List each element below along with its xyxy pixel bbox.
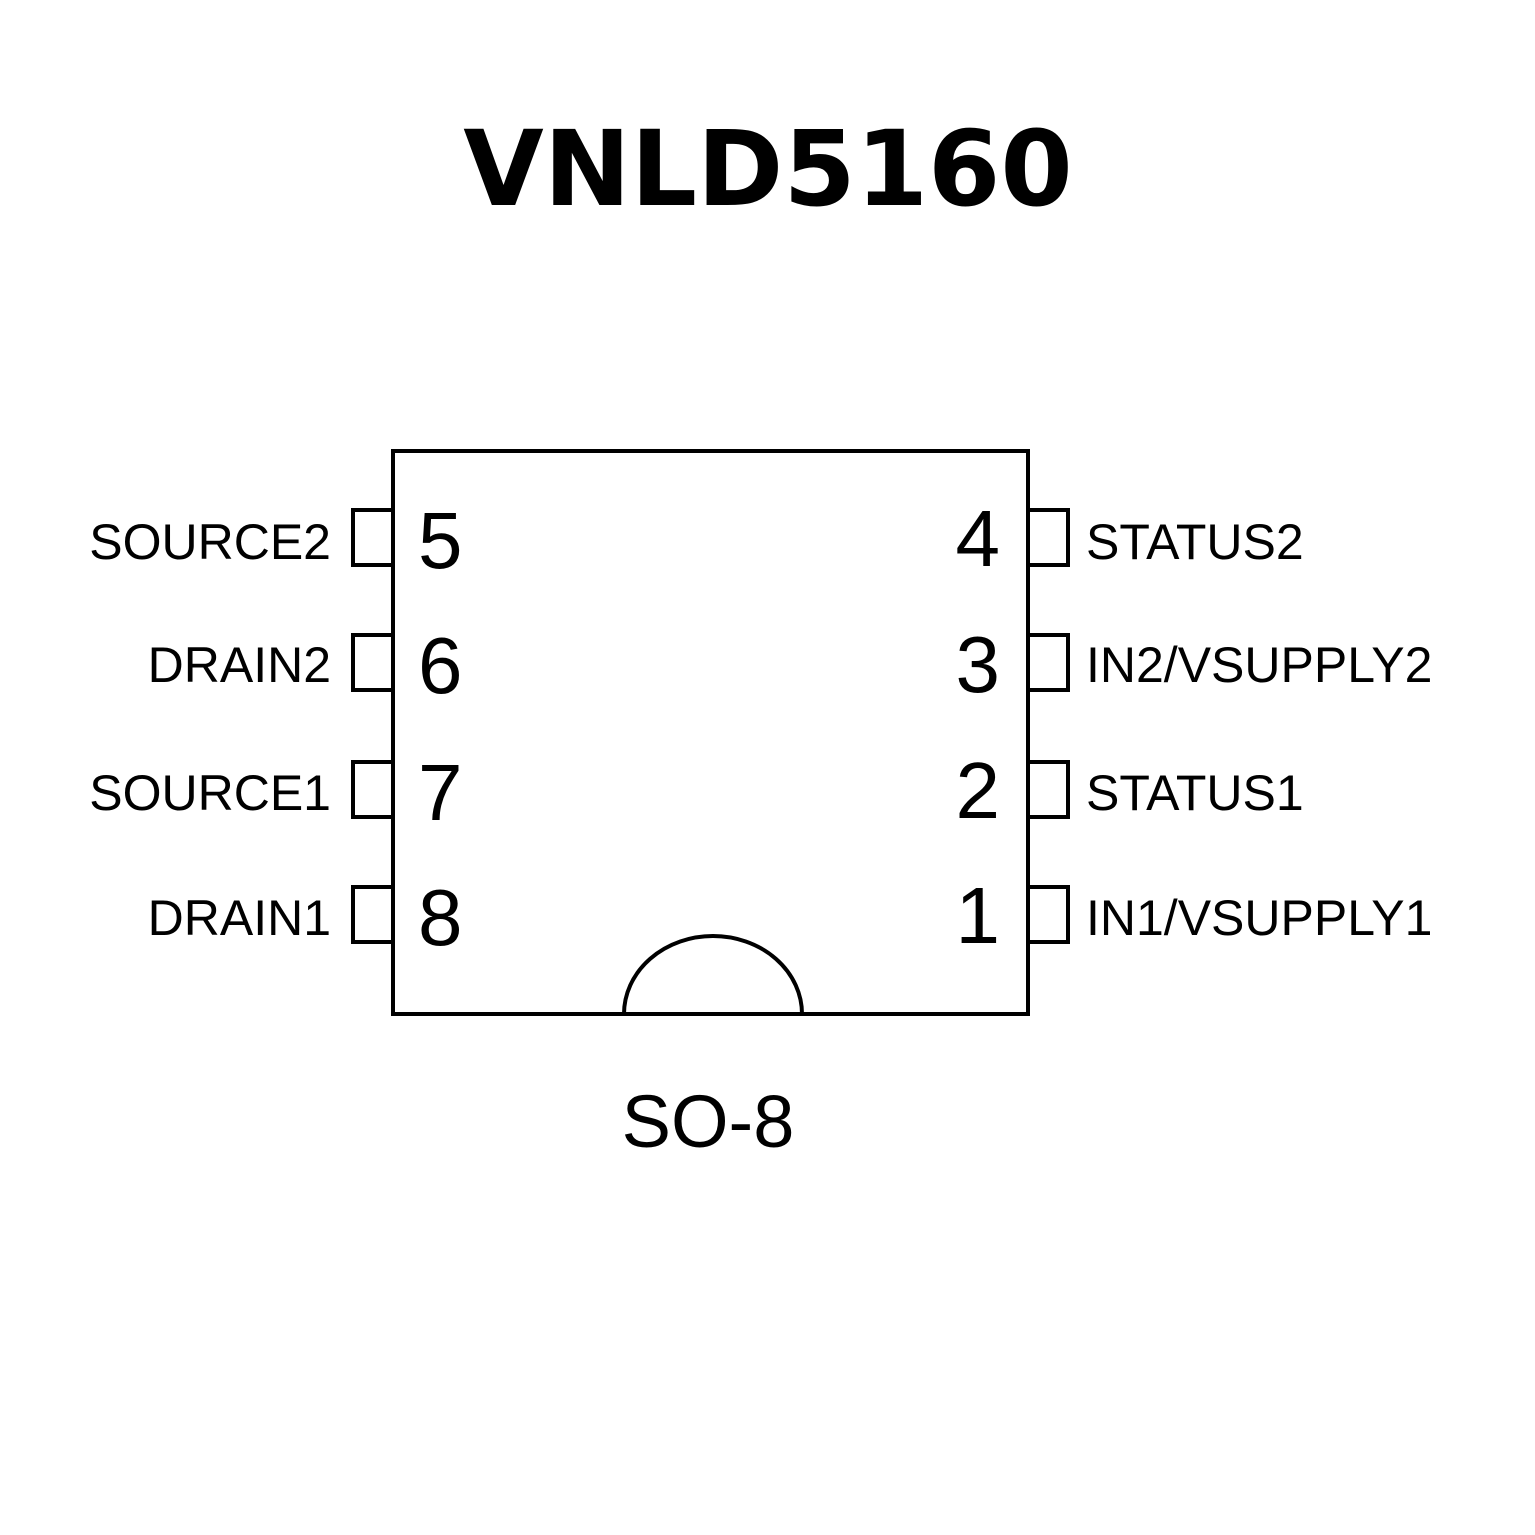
pin-name-left-2: DRAIN2 xyxy=(148,637,331,693)
pin-pad-right-2 xyxy=(1026,633,1070,692)
pin-name-right-1: STATUS2 xyxy=(1086,514,1304,570)
pin-number-right-4: 1 xyxy=(956,871,1001,960)
pin-name-left-1: SOURCE2 xyxy=(89,514,331,570)
pin-number-left-3: 7 xyxy=(418,748,463,837)
pin-name-left-3: SOURCE1 xyxy=(89,765,331,821)
pin-pad-right-1 xyxy=(1026,508,1070,567)
pin-pad-right-3 xyxy=(1026,760,1070,819)
left-pin-row-3: SOURCE1 7 xyxy=(89,748,462,837)
right-pin-row-2: IN2/VSUPPLY2 3 xyxy=(956,620,1433,709)
pin-pad-left-3 xyxy=(351,760,395,819)
pin-name-left-4: DRAIN1 xyxy=(148,890,331,946)
left-pin-row-4: DRAIN1 8 xyxy=(148,873,463,962)
chip-title: VNLD5160 xyxy=(463,108,1073,230)
pin-number-right-1: 4 xyxy=(956,494,1001,583)
pin-number-left-4: 8 xyxy=(418,873,463,962)
pin-name-right-2: IN2/VSUPPLY2 xyxy=(1086,637,1432,693)
right-pin-row-4: IN1/VSUPPLY1 1 xyxy=(956,871,1433,960)
pin-number-right-2: 3 xyxy=(956,620,1001,709)
orientation-notch xyxy=(622,934,804,1015)
pin-pad-left-2 xyxy=(351,633,395,692)
left-pin-row-2: DRAIN2 6 xyxy=(148,621,463,710)
package-label: SO-8 xyxy=(622,1080,795,1163)
left-pin-row-1: SOURCE2 5 xyxy=(89,496,462,585)
pin-number-left-2: 6 xyxy=(418,621,463,710)
pin-name-right-3: STATUS1 xyxy=(1086,765,1304,821)
pin-name-right-4: IN1/VSUPPLY1 xyxy=(1086,890,1432,946)
right-pin-row-3: STATUS1 2 xyxy=(956,746,1304,835)
pin-pad-right-4 xyxy=(1026,885,1070,944)
package-body xyxy=(391,449,1030,1016)
pin-pad-left-4 xyxy=(351,885,395,944)
pin-number-left-1: 5 xyxy=(418,496,463,585)
pin-number-right-3: 2 xyxy=(956,746,1001,835)
right-pin-row-1: STATUS2 4 xyxy=(956,494,1304,583)
pin-pad-left-1 xyxy=(351,508,395,567)
